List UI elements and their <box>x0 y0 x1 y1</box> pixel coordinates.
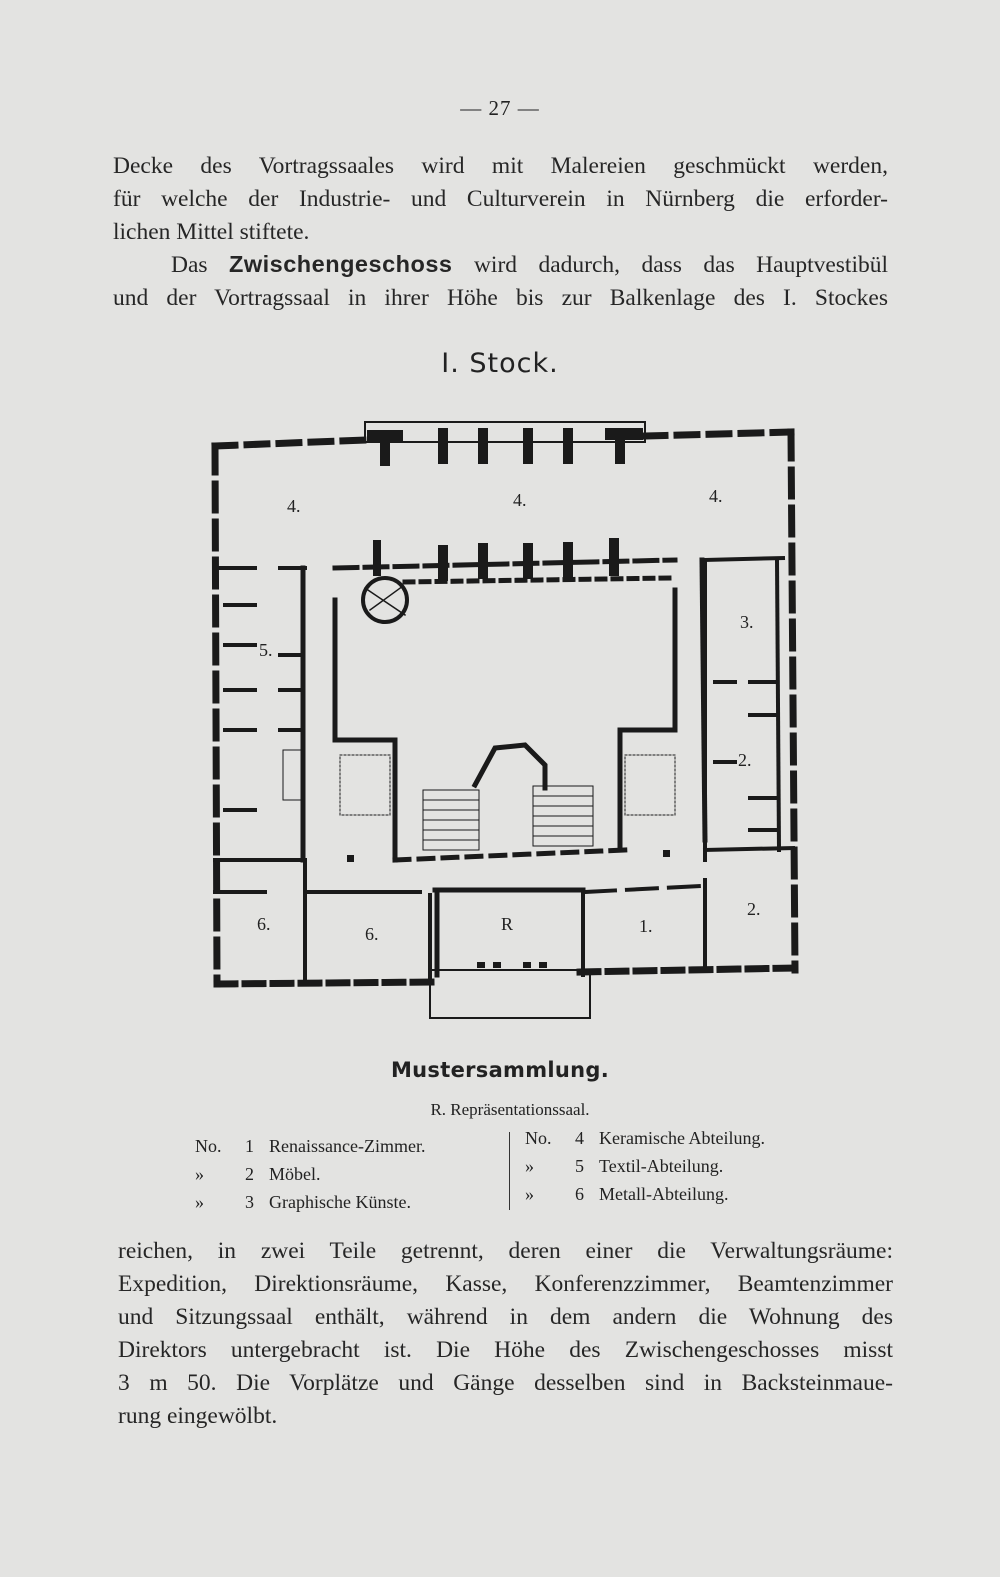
paragraph-3-line-5: 3 m 50. Die Vorplätze und Gänge desselbe… <box>118 1370 893 1396</box>
courtyard-top <box>402 575 673 585</box>
room-label-5: 5. <box>259 640 273 660</box>
room-label-4-center: 4. <box>513 490 527 510</box>
paragraph-2-text-end: wird dadurch, dass das Hauptvestibül <box>473 252 889 278</box>
outer-wall-left <box>211 442 221 988</box>
outer-wall-bottom-left <box>213 978 439 988</box>
paragraph-1: Decke des Vortragssaales wird mit Malere… <box>113 150 888 249</box>
paragraph-2: Das Zwischengeschoss wird dadurch, dass … <box>113 248 888 315</box>
legend-label: Renaissance-Zimmer. <box>269 1136 426 1156</box>
paragraph-1-line-2: für welche der Industrie- und Culturvere… <box>113 186 888 212</box>
legend-item: » 5 Textil-Abteilung. <box>525 1152 765 1180</box>
legend-divider <box>509 1132 510 1210</box>
legend-prefix: No. <box>195 1136 222 1156</box>
room-label-r: R <box>501 914 513 934</box>
legend-label: Möbel. <box>269 1164 321 1184</box>
paragraph-3-line-4: Direktors untergebracht ist. Die Höhe de… <box>118 1337 893 1363</box>
paragraph-3-line-1: reichen, in zwei Teile getrennt, deren e… <box>118 1238 893 1264</box>
legend-item: » 6 Metall-Abteilung. <box>525 1180 765 1208</box>
spiral-stair <box>361 576 409 624</box>
legend-item: No. 4 Keramische Abteilung. <box>525 1124 765 1152</box>
legend-prefix: » <box>195 1164 204 1184</box>
inner-wall-top <box>332 557 678 571</box>
outer-wall-right <box>787 428 799 974</box>
outer-wall-top-right <box>641 428 795 440</box>
legend-label: Metall-Abteilung. <box>599 1184 729 1204</box>
legend-label: Keramische Abteilung. <box>599 1128 765 1148</box>
room-label-3: 3. <box>740 612 754 632</box>
paragraph-1-line-3: lichen Mittel stiftete. <box>113 219 310 245</box>
floor-plan: 4. 4. 4. 5. 3. 2. 2. 6. 6. R 1. <box>205 410 805 1030</box>
caption-r-line: R. Repräsentationssaal. <box>430 1100 590 1119</box>
outer-wall-bottom-right <box>576 964 799 976</box>
room-label-6-left: 6. <box>257 914 271 934</box>
central-stairs <box>282 749 676 851</box>
top-columns <box>367 428 643 581</box>
legend-prefix: » <box>195 1192 204 1212</box>
central-hall-wall <box>392 847 628 863</box>
room-label-1: 1. <box>639 916 653 936</box>
floor-title: I. Stock. <box>441 348 559 379</box>
paragraph-2-line-1: Das Zwischengeschoss wird dadurch, dass … <box>113 248 888 282</box>
paragraph-3-line-6: rung eingewölbt. <box>118 1403 278 1429</box>
courtyard-right <box>617 587 678 853</box>
legend-left: No. 1 Renaissance-Zimmer. » 2 Möbel. » 3 Graph… <box>195 1132 425 1216</box>
bottom-portico <box>429 969 591 1019</box>
plan-room-labels: 4. 4. 4. 5. 3. 2. 2. 6. 6. R 1. <box>257 486 761 944</box>
room-label-6-right: 6. <box>365 924 379 944</box>
legend-number: 6 <box>575 1184 584 1204</box>
legend-number: 1 <box>245 1136 254 1156</box>
paragraph-3-line-3: und Sitzungssaal enthält, während in dem… <box>118 1304 893 1330</box>
courtyard-left <box>332 597 398 863</box>
legend-number: 2 <box>245 1164 254 1184</box>
room-label-2-upper: 2. <box>738 750 752 770</box>
room-label-2-lower: 2. <box>747 899 761 919</box>
legend-number: 4 <box>575 1128 584 1148</box>
paragraph-2-text-start: Das <box>171 252 208 278</box>
legend-item: » 2 Möbel. <box>195 1160 425 1188</box>
legend-item: No. 1 Renaissance-Zimmer. <box>195 1132 425 1160</box>
room-label-4-right: 4. <box>709 486 723 506</box>
outer-wall-top-left <box>211 436 369 450</box>
legend-number: 5 <box>575 1156 584 1176</box>
paragraph-1-line-1: Decke des Vortragssaales wird mit Malere… <box>113 153 888 179</box>
paragraph-3-line-2: Expedition, Direktionsräume, Kasse, Konf… <box>118 1271 893 1297</box>
floor-plan-drawing: 4. 4. 4. 5. 3. 2. 2. 6. 6. R 1. <box>211 421 799 1019</box>
room-label-4-left: 4. <box>287 496 301 516</box>
bold-term: Zwischengeschoss <box>229 251 453 277</box>
legend-label: Textil-Abteilung. <box>599 1156 724 1176</box>
legend-prefix: No. <box>525 1128 552 1148</box>
caption-title: Mustersammlung. <box>390 1058 610 1082</box>
legend-prefix: » <box>525 1156 534 1176</box>
apse-wall <box>471 742 548 791</box>
legend-label: Graphische Künste. <box>269 1192 411 1212</box>
legend-prefix: » <box>525 1184 534 1204</box>
page-number: — 27 — <box>460 96 540 120</box>
top-portico <box>364 421 646 443</box>
paragraph-3: reichen, in zwei Teile getrennt, deren e… <box>118 1235 893 1433</box>
legend-number: 3 <box>245 1192 254 1212</box>
legend-right: No. 4 Keramische Abteilung. » 5 Textil-Abtei… <box>525 1124 765 1208</box>
legend-item: » 3 Graphische Künste. <box>195 1188 425 1216</box>
paragraph-2-line-2: und der Vortragssaal in ihrer Höhe bis z… <box>113 285 888 311</box>
